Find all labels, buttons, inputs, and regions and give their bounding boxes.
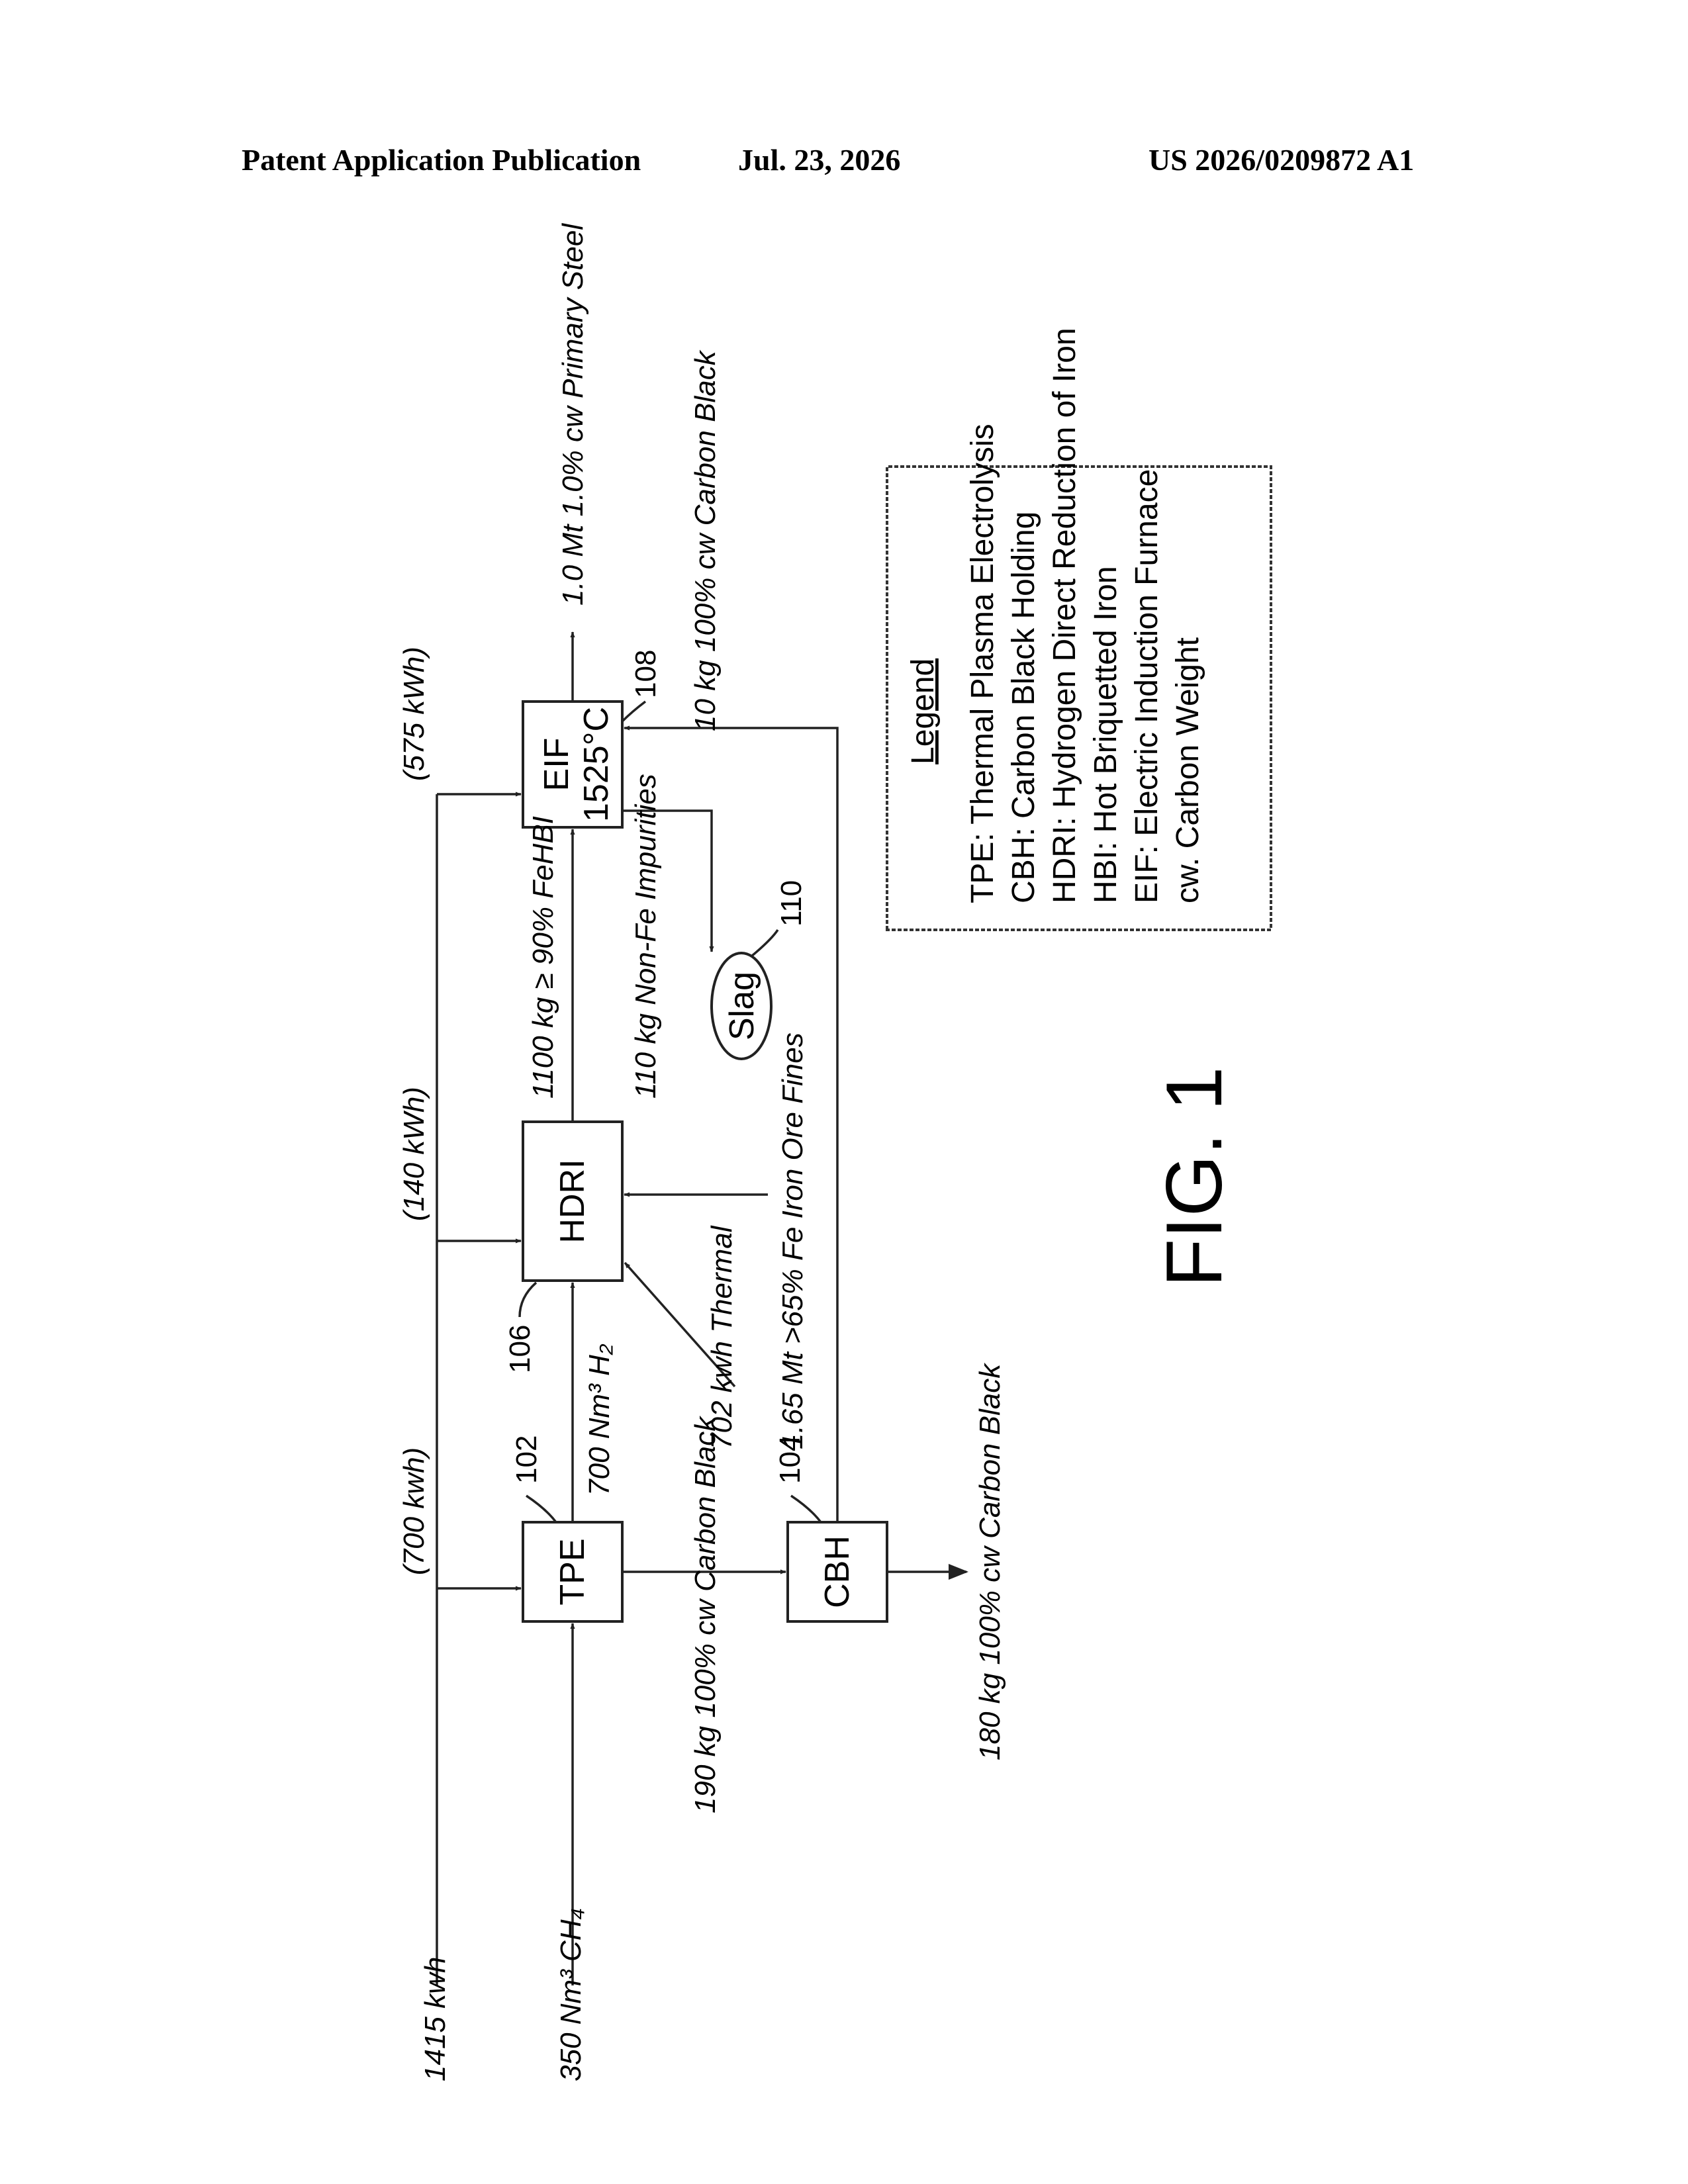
ref-102: 102 <box>510 1435 543 1484</box>
ref-108: 108 <box>630 650 662 698</box>
legend-title: Legend <box>906 659 941 764</box>
carbon-to-eif-label: 10 kg 100% cw Carbon Black <box>689 349 722 731</box>
methane-input-label: 350 Nm³ CH₄ <box>555 1908 587 2081</box>
carbon-from-tpe-label: 190 kg 100% cw Carbon Black <box>689 1416 722 1813</box>
eif-power-label: (575 kWh) <box>398 647 430 781</box>
carbon-output-label: 180 kg 100% cw Carbon Black <box>974 1363 1006 1760</box>
legend-item-eif: EIF: Electric Induction Furnace <box>1129 469 1164 903</box>
figure-label: FIG. 1 <box>1150 1067 1239 1287</box>
legend-item-cw: cw. Carbon Weight <box>1170 637 1205 903</box>
hdri-power-label: (140 kWh) <box>398 1087 430 1221</box>
eif-temperature: 1525°C <box>577 707 616 822</box>
ref-108-leader <box>622 702 645 721</box>
ref-106: 106 <box>504 1325 536 1373</box>
tpe-power-label: (700 kwh) <box>398 1447 430 1575</box>
steel-output-label: 1.0 Mt 1.0% cw Primary Steel <box>557 223 589 606</box>
hydrogen-label: 700 Nm³ H₂ <box>583 1343 616 1496</box>
legend-item-cbh: CBH: Carbon Black Holding <box>1006 512 1041 903</box>
eif-label: EIF <box>538 738 576 792</box>
slag-label: Slag <box>723 972 761 1040</box>
legend-item-hdri: HDRI: Hydrogen Direct Reduction of Iron <box>1047 328 1082 903</box>
ref-110: 110 <box>775 880 808 927</box>
hbi-label: 1100 kg ≥ 90% FeHBI <box>527 816 559 1099</box>
iron-ore-label: 1.65 Mt >65% Fe Iron Ore Fines <box>776 1032 809 1449</box>
legend-item-hbi: HBI: Hot Briquetted Iron <box>1088 566 1123 903</box>
ref-104-leader <box>791 1496 821 1522</box>
ref-110-leader <box>751 930 778 956</box>
ref-102-leader <box>526 1496 556 1522</box>
tpe-label: TPE <box>553 1538 592 1605</box>
power-input-label: 1415 kwh <box>419 1957 451 2081</box>
hdri-label: HDRI <box>553 1159 592 1243</box>
cbh-label: CBH <box>818 1535 857 1608</box>
thermal-label: 702 kwh Thermal <box>706 1225 738 1449</box>
ref-106-leader <box>520 1283 536 1317</box>
legend-item-tpe: TPE: Thermal Plasma Electrolysis <box>965 424 1000 903</box>
impurities-label: 110 kg Non-Fe Impurities <box>630 774 662 1099</box>
